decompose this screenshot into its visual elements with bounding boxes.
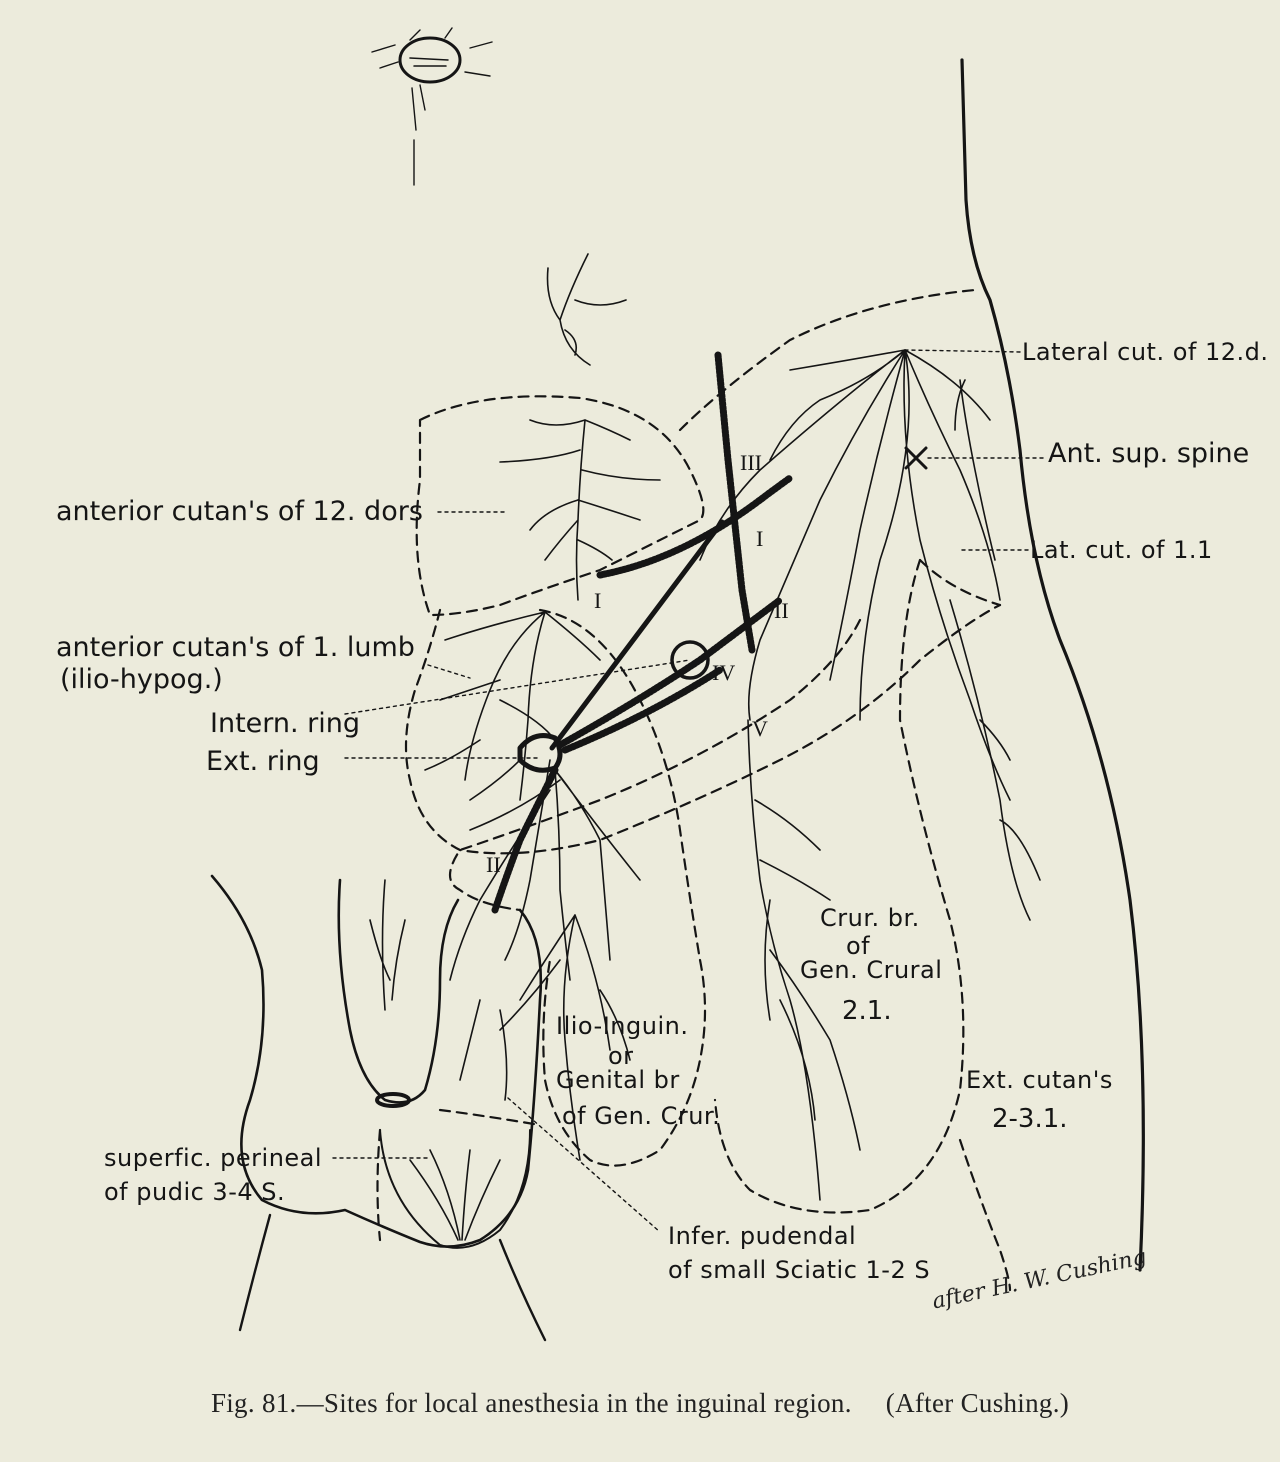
thigh-outline-left xyxy=(210,874,543,1248)
caption-main: Fig. 81.—Sites for local anesthesia in t… xyxy=(210,1388,852,1418)
label-crur-br-3: Gen. Crural xyxy=(800,956,943,984)
label-superfic-perineal-2: of pudic 3-4 S. xyxy=(104,1178,286,1206)
label-ilio-hypog: (ilio-hypog.) xyxy=(60,664,223,695)
roman-iii: III xyxy=(740,450,762,475)
label-ext-cutan-1: Ext. cutan's xyxy=(966,1066,1113,1094)
label-ext-cutan-2: 2-3.1. xyxy=(992,1104,1068,1134)
label-crur-br-2: of xyxy=(846,932,871,960)
label-intern-ring: Intern. ring xyxy=(210,708,361,739)
glans xyxy=(375,1092,411,1108)
roman-i-lower: I xyxy=(594,588,602,613)
roman-ii-lower: II xyxy=(486,852,501,877)
figure-caption: Fig. 81.—Sites for local anesthesia in t… xyxy=(0,1388,1280,1419)
roman-ii-upper: II xyxy=(774,598,789,623)
penis-outline xyxy=(337,878,460,1104)
label-anterior-cutan-1-lumb: anterior cutan's of 1. lumb xyxy=(56,632,415,663)
dermatome-boundaries xyxy=(376,288,1012,1292)
label-ant-sup-spine: Ant. sup. spine xyxy=(1048,438,1250,469)
label-ilio-inguin-4: of Gen. Crur. xyxy=(562,1102,721,1130)
umbilicus xyxy=(371,27,493,186)
caption-sub: (After Cushing.) xyxy=(885,1388,1070,1418)
roman-v: V xyxy=(752,716,768,741)
label-lateral-cut-12d: Lateral cut. of 12.d. xyxy=(1022,338,1269,366)
label-crur-br-1: Crur. br. xyxy=(820,904,920,932)
label-crur-br-4: 2.1. xyxy=(842,996,892,1026)
roman-iv: IV xyxy=(712,660,736,685)
leader-lines xyxy=(332,349,1046,1233)
scrotum-outline xyxy=(379,1129,531,1249)
roman-i-upper: I xyxy=(756,526,764,551)
label-ilio-inguin-1: Ilio-Inguin. xyxy=(556,1012,689,1040)
label-infer-pudendal-2: of small Sciatic 1-2 S xyxy=(668,1256,931,1284)
intern-ring xyxy=(670,640,710,680)
leg-lower-left xyxy=(238,1213,547,1342)
label-ext-ring: Ext. ring xyxy=(206,746,320,777)
label-ilio-inguin-2: or xyxy=(608,1042,634,1070)
ant-sup-spine-mark xyxy=(904,446,928,470)
label-superfic-perineal-1: superfic. perineal xyxy=(104,1144,323,1172)
body-outline-right xyxy=(960,58,1145,1272)
incision-line xyxy=(549,519,725,751)
injection-tracks xyxy=(491,351,794,914)
ext-ring xyxy=(517,733,563,773)
label-ilio-inguin-3: Genital br xyxy=(556,1066,680,1094)
label-lat-cut-11: Lat. cut. of 1.1 xyxy=(1030,536,1213,564)
label-anterior-cutan-12-dors: anterior cutan's of 12. dors xyxy=(56,496,423,527)
label-infer-pudendal-1: Infer. pudendal xyxy=(668,1222,857,1250)
nerve-branches xyxy=(369,253,1041,1241)
